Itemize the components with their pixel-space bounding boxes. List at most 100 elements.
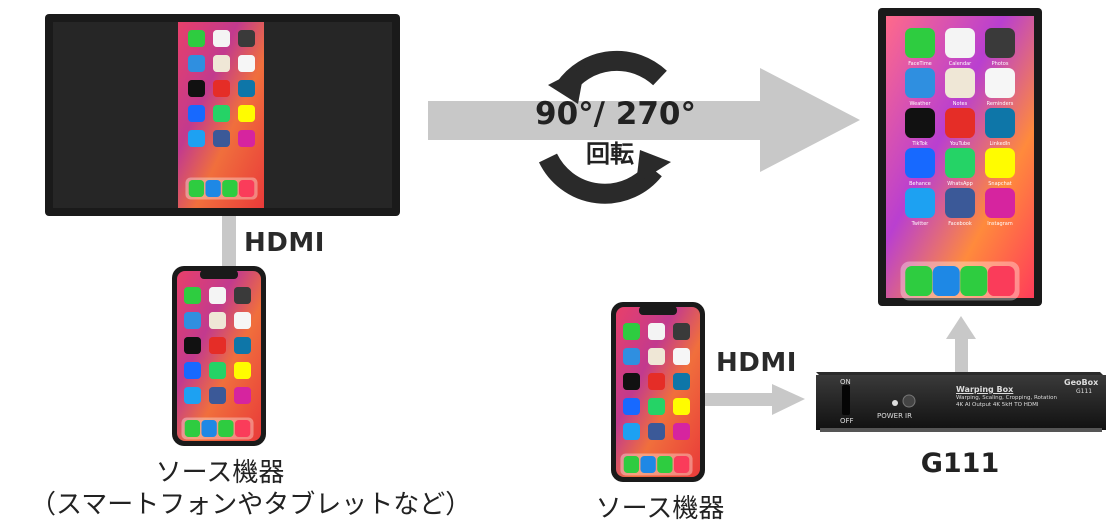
monitor-facebook-icon xyxy=(213,130,230,147)
portrait-facebook-icon xyxy=(945,188,975,218)
monitor-messages-icon xyxy=(222,180,238,197)
left-hdmi-cable xyxy=(222,214,236,270)
phone-right-instagram-icon xyxy=(673,423,690,440)
phone-left-instagram-icon xyxy=(234,387,251,404)
portrait-app-label: Notes xyxy=(953,101,968,107)
box-on-label: ON xyxy=(840,378,851,386)
phone-right-twitter-icon xyxy=(623,423,640,440)
box-power-label: POWER xyxy=(877,412,903,420)
device-name-label: G111 xyxy=(920,448,1000,479)
phone-left-reminders-icon xyxy=(234,312,251,329)
portrait-camera-icon xyxy=(985,28,1015,58)
g111-warping-box xyxy=(816,372,1106,432)
phone-right-youtube-icon xyxy=(648,373,665,390)
phone-right-whatsapp-icon xyxy=(648,398,665,415)
monitor-instagram-icon xyxy=(238,130,255,147)
phone-right-phone-icon xyxy=(623,456,640,473)
phone-left-weather-icon xyxy=(184,312,201,329)
power-led xyxy=(892,400,898,406)
portrait-weather-icon xyxy=(905,68,935,98)
phone-left-safari-icon xyxy=(201,420,217,437)
monitor-facetime-icon xyxy=(188,30,205,47)
phone-right-behance-icon xyxy=(623,398,640,415)
phone-left-camera-icon xyxy=(234,287,251,304)
monitor-reminders-icon xyxy=(238,55,255,72)
portrait-app-label: Calendar xyxy=(949,61,972,67)
phone-left-notes-icon xyxy=(209,312,226,329)
right-hdmi-arrow xyxy=(700,384,805,415)
phone-left-snapchat-icon xyxy=(234,362,251,379)
monitor-notes-icon xyxy=(213,55,230,72)
portrait-app-label: WhatsApp xyxy=(947,181,973,187)
monitor-tiktok-icon xyxy=(188,80,205,97)
portrait-app-label: Instagram xyxy=(987,221,1013,227)
box-model-label: G111 xyxy=(1076,388,1093,395)
phone-right-facebook-icon xyxy=(648,423,665,440)
portrait-snapchat-icon xyxy=(985,148,1015,178)
hdmi-label-left: HDMI xyxy=(244,228,325,258)
monitor-linkedin-icon xyxy=(238,80,255,97)
monitor-weather-icon xyxy=(188,55,205,72)
monitor-safari-icon xyxy=(205,180,221,197)
portrait-app-label: FaceTime xyxy=(908,61,932,67)
monitor-youtube-icon xyxy=(213,80,230,97)
monitor-whatsapp-icon xyxy=(213,105,230,122)
phone-left-phone-icon xyxy=(184,420,201,437)
box-desc2: 4K AI Output 4K 5kH TO HDMI xyxy=(956,402,1039,408)
portrait-app-label: Weather xyxy=(909,101,931,107)
phone-left-facetime-icon xyxy=(184,287,201,304)
portrait-tiktok-icon xyxy=(905,108,935,138)
phone-left-youtube-icon xyxy=(209,337,226,354)
portrait-music-icon xyxy=(987,266,1015,296)
phone-right-reminders-icon xyxy=(673,348,690,365)
monitor-snapchat-icon xyxy=(238,105,255,122)
ir-sensor xyxy=(902,394,916,408)
source-left-subcaption: （スマートフォンやタブレットなど） xyxy=(30,490,472,520)
phone-left-linkedin-icon xyxy=(234,337,251,354)
portrait-app-label: Photos xyxy=(992,61,1009,67)
portrait-app-label: YouTube xyxy=(949,141,970,147)
portrait-behance-icon xyxy=(905,148,935,178)
phone-right-facetime-icon xyxy=(623,323,640,340)
monitor-behance-icon xyxy=(188,105,205,122)
portrait-youtube-icon xyxy=(945,108,975,138)
portrait-facetime-icon xyxy=(905,28,935,58)
rotation-arrow xyxy=(428,68,860,172)
portrait-app-label: TikTok xyxy=(911,141,927,147)
phone-left-behance-icon xyxy=(184,362,201,379)
portrait-app-label: Twitter xyxy=(911,221,930,227)
portrait-app-label: LinkedIn xyxy=(990,141,1011,147)
rotation-angle-label: 90°/ 270° xyxy=(535,96,696,132)
phone-right-safari-icon xyxy=(640,456,656,473)
monitor-music-icon xyxy=(238,180,255,197)
phone-right-music-icon xyxy=(673,456,690,473)
source-right-caption: ソース機器 xyxy=(595,494,725,524)
phone-left-music-icon xyxy=(234,420,251,437)
phone-left-tiktok-icon xyxy=(184,337,201,354)
monitor-calendar-icon xyxy=(213,30,230,47)
portrait-reminders-icon xyxy=(985,68,1015,98)
source-left-caption: ソース機器 xyxy=(155,458,285,488)
monitor-phone-icon xyxy=(188,180,205,197)
box-ir-label: IR xyxy=(905,412,912,420)
phone-right-tiktok-icon xyxy=(623,373,640,390)
phone-right-camera-icon xyxy=(673,323,690,340)
rotate-cycle-icon xyxy=(538,50,671,204)
phone-right-linkedin-icon xyxy=(673,373,690,390)
portrait-messages-icon xyxy=(960,266,988,296)
output-up-arrow xyxy=(946,316,976,373)
phone-right-calendar-icon xyxy=(648,323,665,340)
monitor-twitter-icon xyxy=(188,130,205,147)
phone-right-notes-icon xyxy=(648,348,665,365)
hdmi-label-right: HDMI xyxy=(716,348,797,378)
phone-right-weather-icon xyxy=(623,348,640,365)
phone-left-twitter-icon xyxy=(184,387,201,404)
phone-right-messages-icon xyxy=(657,456,673,473)
box-off-label: OFF xyxy=(840,417,854,425)
box-desc1: Warping, Scaling, Cropping, Rotation xyxy=(956,395,1057,401)
portrait-notes-icon xyxy=(945,68,975,98)
box-brand-label: GeoBox xyxy=(1064,378,1099,387)
portrait-whatsapp-icon xyxy=(945,148,975,178)
portrait-app-label: Reminders xyxy=(987,101,1014,107)
portrait-twitter-icon xyxy=(905,188,935,218)
